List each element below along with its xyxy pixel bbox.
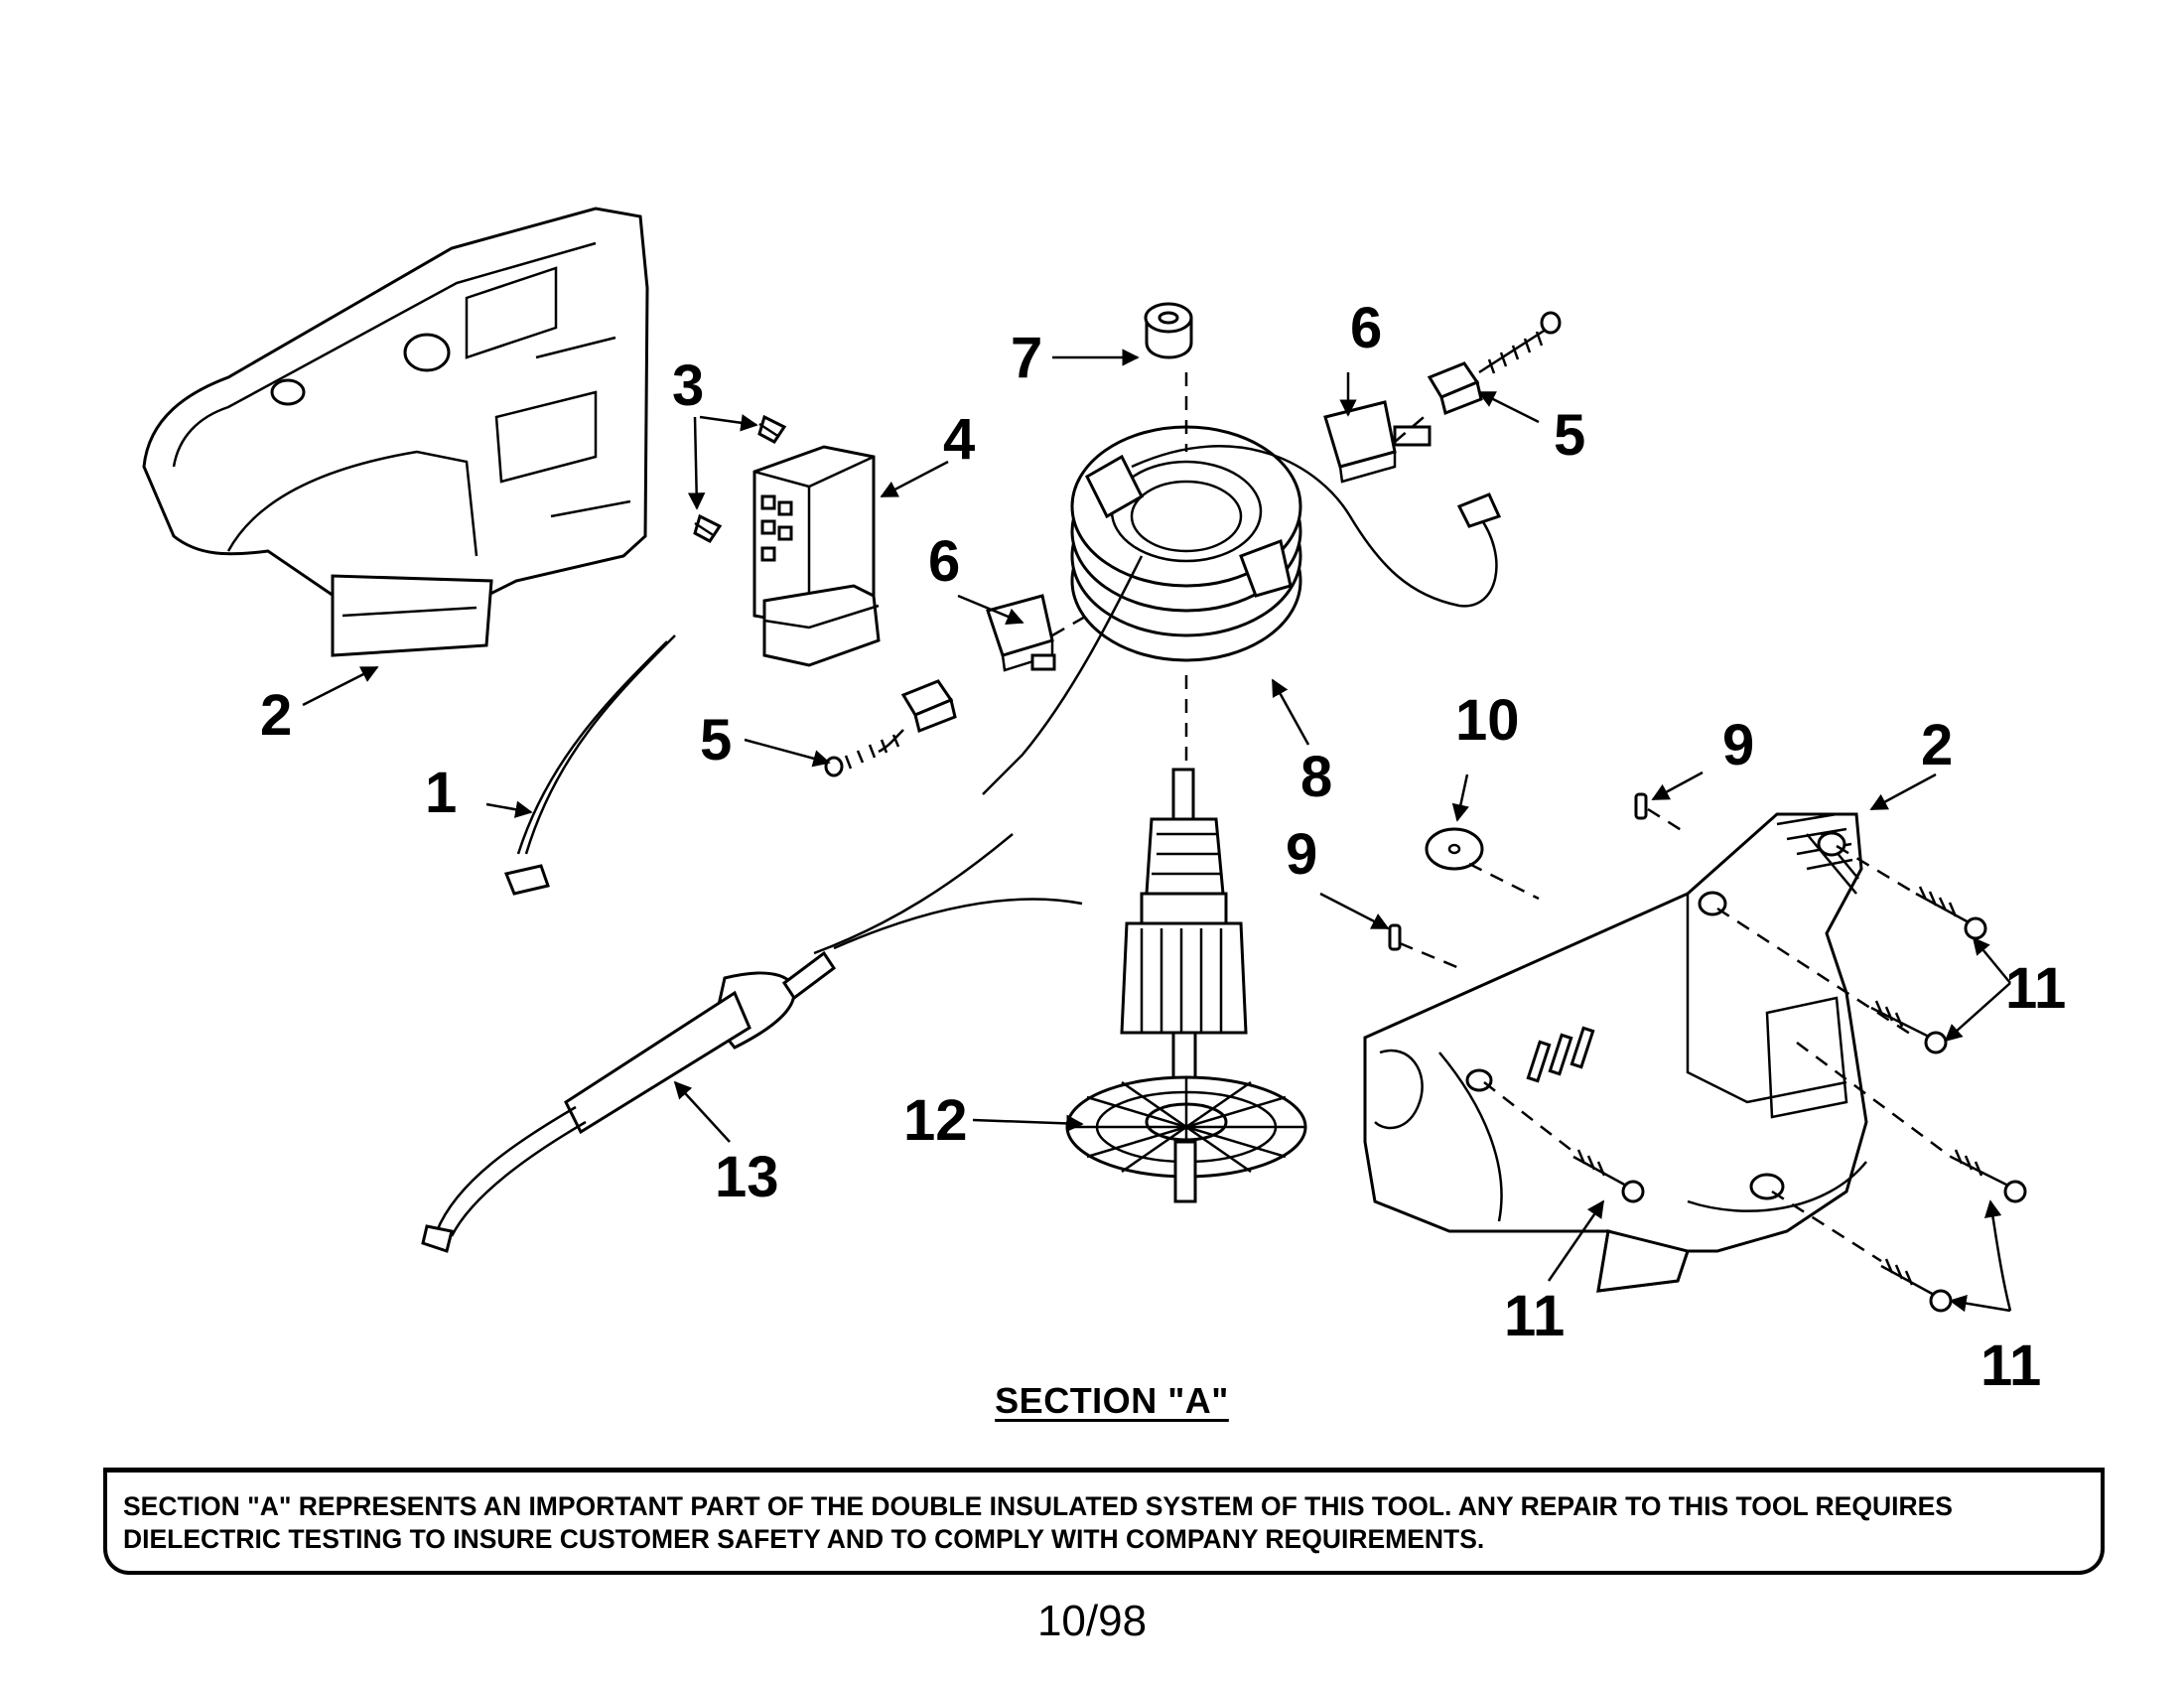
callout-9-lower: 9 (1286, 822, 1317, 887)
callout-6-lower: 6 (928, 529, 960, 594)
callout-11-a: 11 (2005, 956, 2066, 1021)
callout-11-c: 11 (1980, 1333, 2041, 1398)
callout-7: 7 (1011, 326, 1042, 390)
housing-screws (1572, 886, 2027, 1313)
notice-box: SECTION "A" REPRESENTS AN IMPORTANT PART… (103, 1468, 2105, 1575)
carbon-brush-lower (824, 679, 957, 777)
leader-lines (302, 349, 2012, 1313)
power-cord (421, 833, 1083, 1253)
callout-4: 4 (943, 407, 975, 472)
callout-13: 13 (715, 1145, 779, 1209)
callout-3: 3 (672, 353, 704, 418)
notice-line-2: DIELECTRIC TESTING TO INSURE CUSTOMER SA… (123, 1524, 1485, 1554)
callout-11-b: 11 (1504, 1284, 1565, 1348)
callout-9-upper: 9 (1722, 713, 1754, 777)
carbon-brush-upper (1427, 311, 1562, 416)
callout-2-right: 2 (1921, 713, 1953, 777)
callout-8: 8 (1300, 745, 1332, 809)
housing-right-half (1363, 812, 1868, 1293)
housing-left-half (142, 207, 649, 657)
brush-holder-lower (986, 594, 1056, 672)
switch-screws (693, 414, 787, 543)
field-coil (982, 425, 1502, 795)
callout-5-upper: 5 (1554, 403, 1585, 468)
callout-labels: 1 2 3 4 5 6 7 6 5 8 10 9 9 2 11 11 11 12… (260, 296, 2066, 1398)
notice-text: SECTION "A" REPRESENTS AN IMPORTANT PART… (123, 1490, 2083, 1556)
callout-2-left: 2 (260, 683, 292, 748)
switch (752, 445, 881, 667)
washer (1425, 827, 1484, 871)
notice-line-1: SECTION "A" REPRESENTS AN IMPORTANT PART… (123, 1491, 1953, 1521)
bearing (1144, 302, 1193, 359)
page-date: 10/98 (1036, 1597, 1148, 1645)
assembly-lines (1051, 372, 1952, 1263)
callout-6-upper: 6 (1350, 296, 1382, 360)
callout-5-lower: 5 (700, 708, 732, 772)
callout-1: 1 (425, 761, 457, 825)
callout-12: 12 (903, 1088, 968, 1153)
section-title: SECTION "A" (995, 1380, 1229, 1421)
brush-holder-upper (1323, 400, 1432, 484)
pins (1388, 792, 1648, 951)
lead-wire (503, 634, 676, 896)
callout-10: 10 (1455, 688, 1520, 753)
armature (1065, 768, 1307, 1203)
